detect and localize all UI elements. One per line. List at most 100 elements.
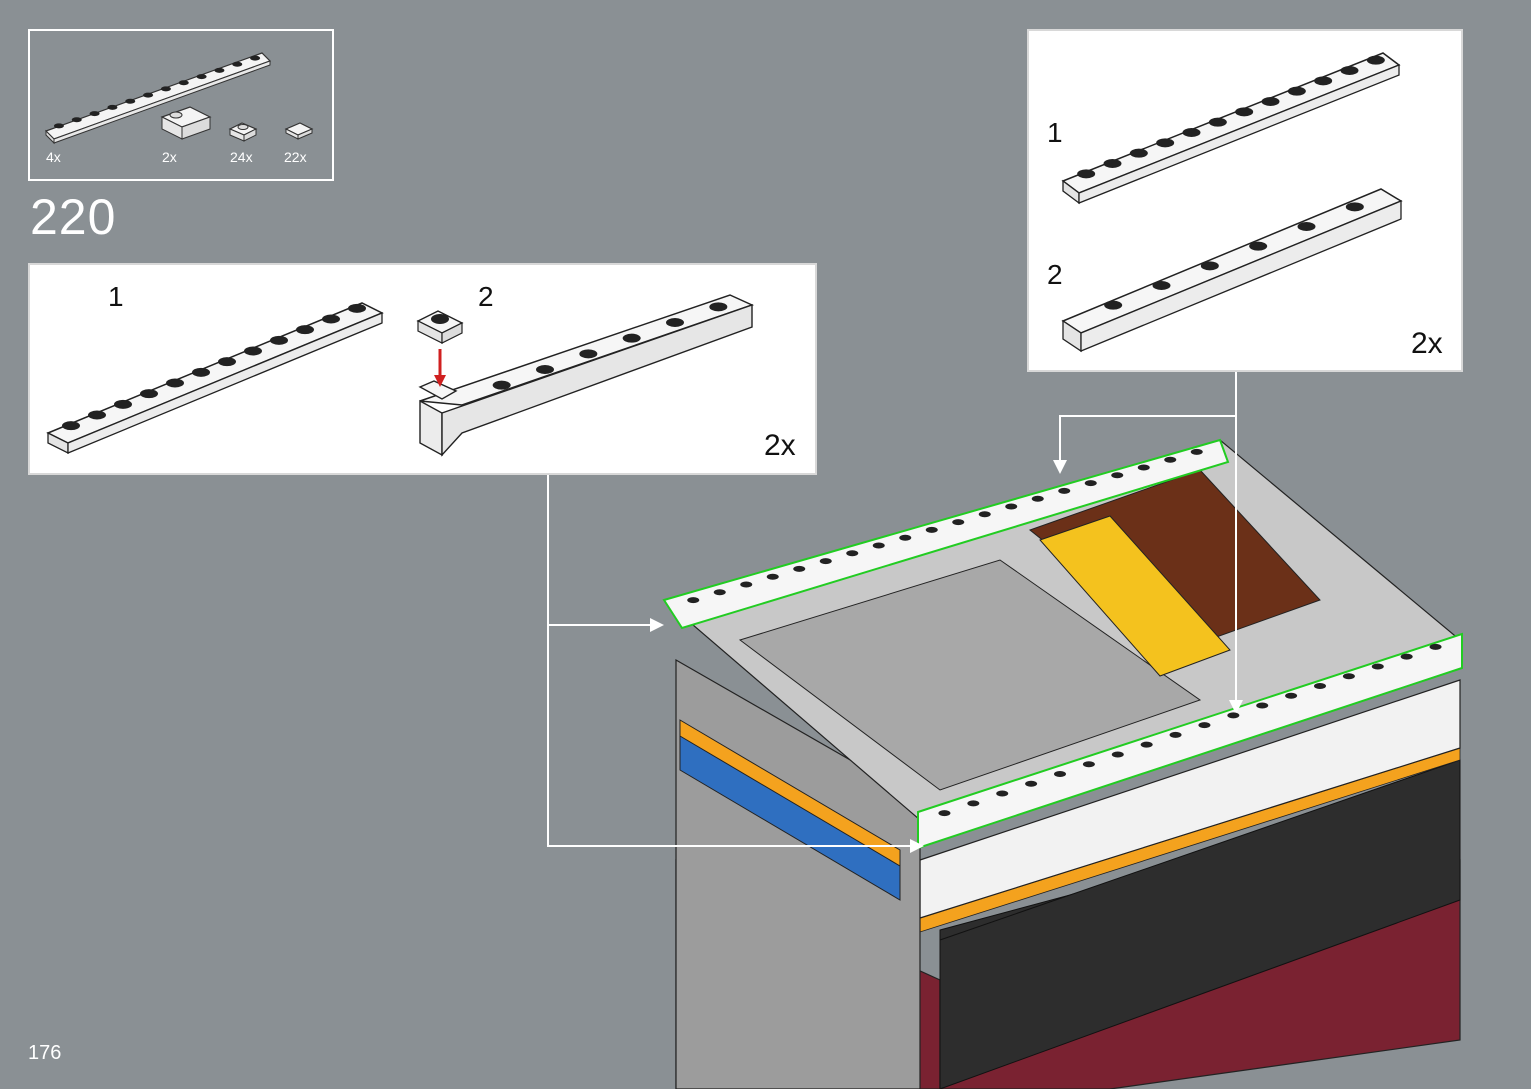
stud [1429,643,1442,650]
stud [88,410,106,420]
stud [1082,761,1095,768]
stud [296,325,314,335]
stud [1164,456,1177,463]
stud [1345,202,1364,212]
stud [270,335,288,345]
stud [793,565,806,572]
stud [1285,692,1298,699]
stud [1314,683,1326,689]
stud [89,111,100,117]
stud [53,123,64,129]
stud [1111,751,1124,758]
stud [622,333,641,343]
stud [196,74,207,80]
stud [579,349,598,359]
inventory-qty-2: 2x [162,149,177,165]
inventory-qty-1: 4x [46,149,61,165]
substep-label-2: 2 [478,281,494,312]
plate-1x12-white-icon [44,52,272,145]
multiplier-label: 2x [764,429,796,462]
stud [1200,261,1219,271]
callout-lines-left [547,475,912,847]
substep-label-1: 1 [1047,117,1063,148]
step-number: 220 [30,189,117,245]
highlight-new-parts [662,438,1463,850]
stud [1111,472,1124,479]
stud [218,357,236,367]
model-interior-left [675,658,921,1089]
stud [492,380,511,390]
stud [1084,480,1097,487]
stud [178,80,189,86]
stud [1152,281,1171,290]
stud [114,399,132,409]
inventory-qty-3: 24x [230,149,253,165]
stud [766,573,779,580]
stud [1208,117,1227,127]
plate-row-1 [46,302,384,455]
stud [1104,300,1123,310]
plate-1x1-icon [416,310,464,344]
plate-row-1 [1061,52,1401,205]
stud [996,790,1009,797]
stud [214,67,225,73]
stud [1297,222,1316,231]
stud [952,519,965,526]
stud [348,303,366,313]
stud [1005,503,1018,510]
stud [846,550,859,557]
stud [1371,663,1384,670]
inventory-qty-4: 22x [284,149,307,165]
callout-arrow-icon [1229,700,1243,714]
stud [1340,66,1359,75]
stud [1103,159,1122,168]
page-number: 176 [28,1042,62,1064]
stud [1031,495,1044,502]
stud [709,302,728,312]
stud [1227,712,1240,719]
stud [938,810,951,817]
plate-1x1-white-icon [228,122,258,142]
stud [1169,731,1182,738]
stud [1400,653,1413,660]
stud [1314,76,1333,86]
stud [1190,448,1203,455]
stud [1137,464,1150,471]
subassembly-panel-right: 1 2 2x [1027,29,1463,372]
stud [1058,487,1071,494]
stud [192,367,210,377]
stud [250,55,261,61]
stud [1287,86,1306,96]
stud [1077,169,1096,179]
stud [62,421,80,431]
stud [978,511,991,518]
tile-1x1-white-icon [284,122,314,140]
callout-arrow-icon [910,839,924,853]
stud [1256,702,1269,709]
stud [1025,780,1038,787]
stud [819,558,832,565]
stud [713,589,726,596]
stud [899,534,912,541]
stud [107,104,118,110]
stud [166,378,184,388]
stud [232,61,243,67]
stud [71,117,82,123]
stud [536,365,554,374]
stud [1235,107,1254,117]
multiplier-label: 2x [1411,327,1443,360]
stud [322,314,340,324]
stud [140,389,158,399]
stud [244,346,262,356]
substep-label-2: 2 [1047,259,1063,290]
stud [1198,722,1211,729]
placement-arrow-icon [434,349,446,387]
stud [1156,138,1175,148]
callout-arrow-icon [650,618,664,632]
subassembly-right-drawing [1061,52,1403,353]
substep-label-1: 1 [108,281,124,312]
subassembly-panel-left: 1 2 2x [28,263,817,475]
stud [1261,97,1280,106]
callout-arrow-icon [1053,460,1067,474]
